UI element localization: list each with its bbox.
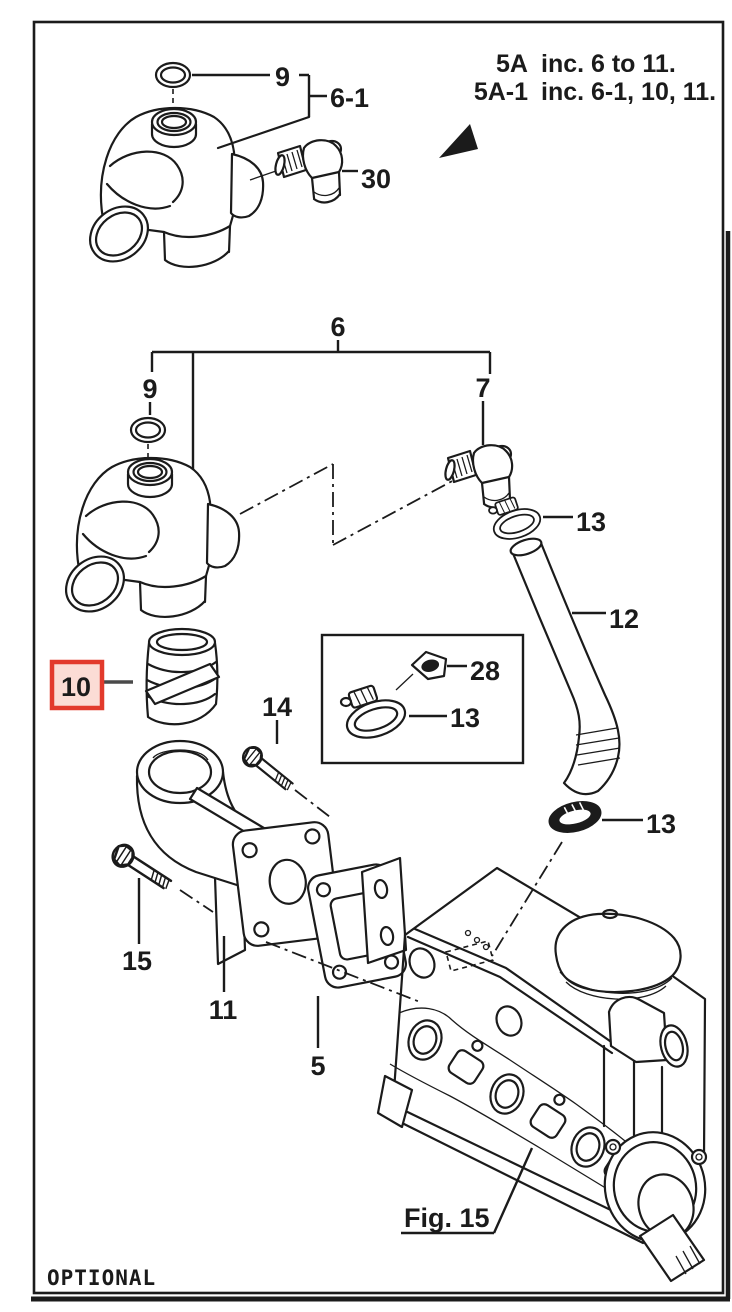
rubber-connector-10 xyxy=(144,627,221,726)
centerline-zigzag xyxy=(239,463,457,546)
note2-desc: inc. 6-1, 10, 11. xyxy=(541,78,716,106)
figure-reference[interactable]: Fig. 15 xyxy=(401,1147,534,1235)
callout-13-upper[interactable]: 13 xyxy=(576,507,606,537)
callout-28[interactable]: 28 xyxy=(470,656,500,686)
note1-code: 5A xyxy=(496,50,528,78)
note2-code: 5A-1 xyxy=(474,78,528,106)
callout-30[interactable]: 30 xyxy=(361,164,391,194)
thermostat-housing-mid xyxy=(54,416,241,624)
clamp-detail-inset: 28 13 xyxy=(320,633,525,765)
cap-oring-mid xyxy=(129,416,167,444)
callout-14[interactable]: 14 xyxy=(262,692,292,722)
callout-5[interactable]: 5 xyxy=(310,1051,325,1081)
water-pump xyxy=(603,1131,708,1283)
engine-block xyxy=(360,856,708,1283)
callout-11[interactable]: 11 xyxy=(209,995,238,1025)
callout-group-top: 9 6-1 30 xyxy=(192,62,391,194)
callout-6-1[interactable]: 6-1 xyxy=(330,83,369,113)
highlighted-callout-10[interactable]: 10 xyxy=(49,659,133,711)
callout-9-mid[interactable]: 9 xyxy=(142,374,157,404)
figure-ref-label[interactable]: Fig. 15 xyxy=(404,1203,490,1233)
callout-12[interactable]: 12 xyxy=(609,604,639,634)
filler-cap xyxy=(554,908,682,1000)
callout-10-highlight-box[interactable] xyxy=(52,662,102,708)
clip-28 xyxy=(410,650,448,681)
callout-13-inset[interactable]: 13 xyxy=(450,703,480,733)
callout-6[interactable]: 6 xyxy=(330,312,345,342)
callout-10[interactable]: 10 xyxy=(61,672,91,702)
callout-9-top[interactable]: 9 xyxy=(275,62,290,92)
callout-group-6: 6 9 7 xyxy=(142,312,492,500)
hose-clamp-lower xyxy=(548,801,602,833)
note1-desc: inc. 6 to 11. xyxy=(541,50,676,78)
optional-label: OPTIONAL xyxy=(47,1266,156,1290)
cap-oring-top xyxy=(154,61,192,89)
callout-15[interactable]: 15 xyxy=(122,946,152,976)
centerline-hose-engine xyxy=(491,841,563,957)
callout-10-highlight-border xyxy=(49,659,105,711)
assembly-notes: 5A inc. 6 to 11. 5A-1 inc. 6-1, 10, 11. xyxy=(439,50,716,158)
thermostat-housing-top xyxy=(78,61,344,274)
water-hose-12 xyxy=(509,537,621,796)
callout-13-lower[interactable]: 13 xyxy=(646,809,676,839)
pointer-triangle-icon xyxy=(439,124,478,158)
callout-7[interactable]: 7 xyxy=(475,373,490,403)
